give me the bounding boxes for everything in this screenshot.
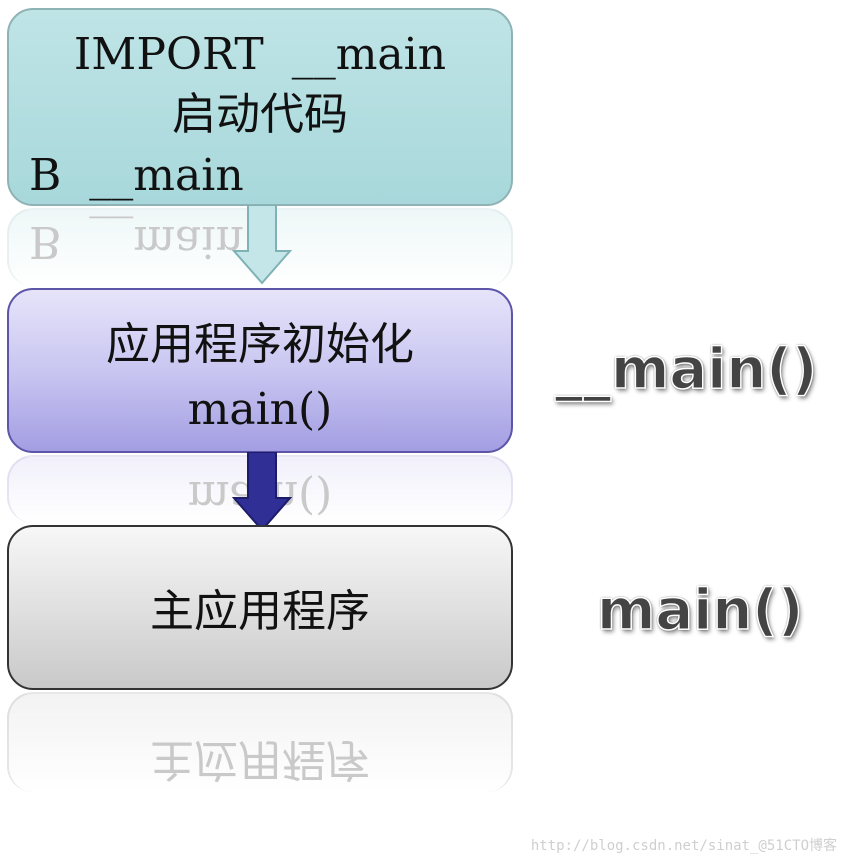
- main-app-box: 主应用程序: [7, 525, 513, 690]
- down-arrow-icon-init: [231, 452, 293, 532]
- app-init-function: main(): [187, 384, 333, 435]
- main-app-box-reflection: 主应用程序: [7, 692, 513, 792]
- main-app-title: 主应用程序: [150, 586, 370, 637]
- startup-reflection-text: B __main: [29, 216, 244, 267]
- side-label-main: main(): [596, 577, 804, 644]
- watermark: http://blog.csdn.net/sinat_@51CTO博客: [530, 838, 837, 854]
- startup-branch-line: B __main: [29, 150, 244, 201]
- app-init-box: 应用程序初始化 main(): [7, 288, 513, 453]
- startup-code-box: IMPORT __main 启动代码 B __main: [7, 8, 513, 206]
- startup-title: 启动代码: [172, 89, 348, 140]
- main-app-reflection-text: 主应用程序: [150, 734, 370, 785]
- side-label-init: __main(): [554, 336, 818, 403]
- down-arrow-icon-startup: [231, 205, 293, 285]
- app-init-title: 应用程序初始化: [106, 319, 414, 370]
- startup-import-line: IMPORT __main: [73, 29, 447, 80]
